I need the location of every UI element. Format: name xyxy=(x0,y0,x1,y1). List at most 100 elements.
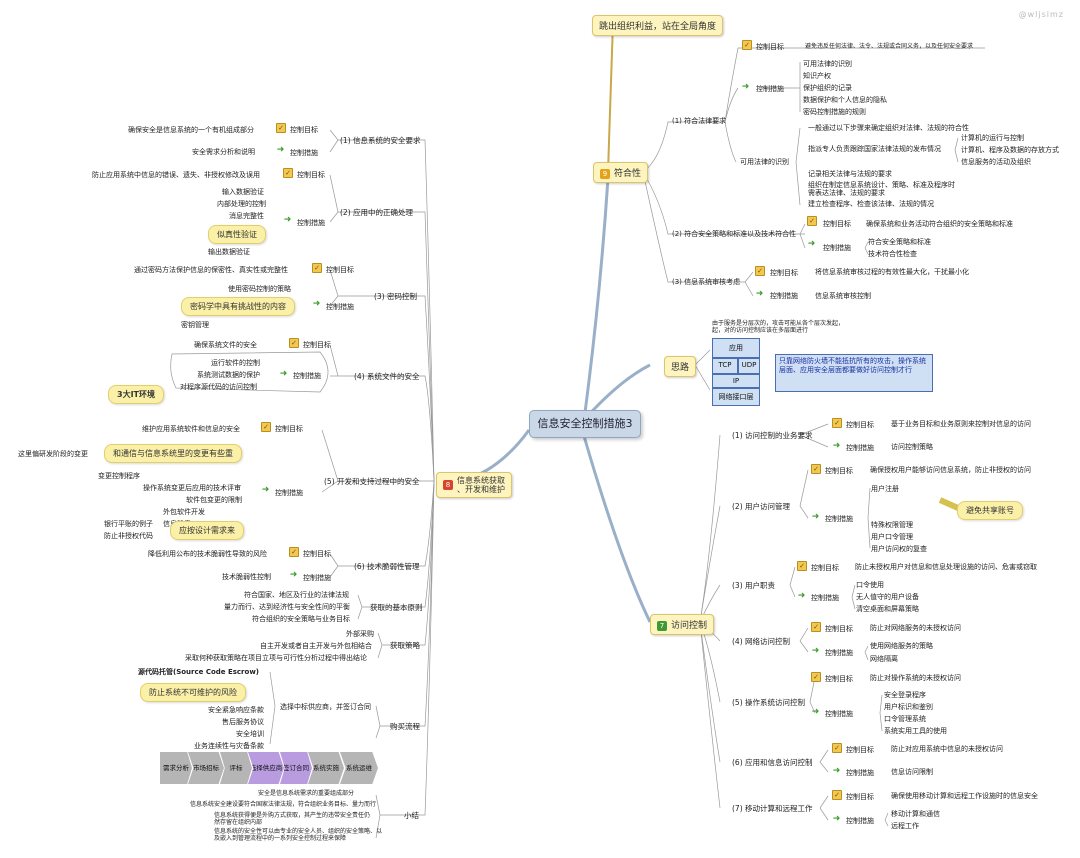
step-evaluation[interactable]: 评标 xyxy=(220,752,252,784)
escrow-note[interactable]: 防止系统不可维护的风险 xyxy=(140,683,246,702)
ident-sub-1[interactable]: 计算机的运行与控制 xyxy=(961,134,1024,142)
dev-leak-2[interactable]: 防止非授权代码 xyxy=(104,532,153,540)
dev-leak-1[interactable]: 银行平账的例子 xyxy=(104,520,153,528)
principle-1[interactable]: 符合国家、地区及行业的法律法规 xyxy=(244,591,349,599)
ident-item-1[interactable]: 一般通过以下步骤来确定组织对法律、法规的符合性 xyxy=(808,124,969,132)
correct-item-2[interactable]: 内部处理的控制 xyxy=(217,200,266,208)
purchase-item-3[interactable]: 安全培训 xyxy=(236,730,264,738)
access-sec-4[interactable]: (4) 网络访问控制 xyxy=(732,637,791,646)
step-operation[interactable]: 系统运维 xyxy=(340,752,378,784)
ident-sub-2[interactable]: 计算机、程序及数据的存放方式 xyxy=(961,146,1059,154)
access-1-item-1[interactable]: 访问控制策略 xyxy=(891,443,933,451)
summary-4[interactable]: 信息系统的安全性可以由专业的安全人员、组织的安全策略、以及嵌入到管理流程中的一系… xyxy=(214,828,383,842)
legal-measure-1[interactable]: 可用法律的识别 xyxy=(803,60,852,68)
dev-label[interactable]: (5) 开发和支持过程中的安全 xyxy=(324,477,420,486)
access-4-item-1[interactable]: 使用网络服务的策略 xyxy=(870,642,933,650)
shared-account-note[interactable]: 避免共享账号 xyxy=(957,501,1023,520)
dev-design-note[interactable]: 应按设计需求来 xyxy=(170,521,244,540)
access-7-item-2[interactable]: 远程工作 xyxy=(891,822,919,830)
vuln-label[interactable]: (6) 技术脆弱性管理 xyxy=(354,562,420,571)
legal-measure-2[interactable]: 知识产权 xyxy=(803,72,831,80)
policy-measure-2[interactable]: 技术符合性检查 xyxy=(868,250,917,258)
access-sec-3[interactable]: (3) 用户职责 xyxy=(732,581,776,590)
correct-item-4[interactable]: 输出数据验证 xyxy=(208,248,250,256)
principle-2[interactable]: 量力而行、达到经济性与安全性间的平衡 xyxy=(224,603,350,611)
correct-label[interactable]: (2) 应用中的正确处理 xyxy=(340,208,414,217)
files-item-1[interactable]: 运行软件的控制 xyxy=(211,359,260,367)
access-2-item-4[interactable]: 用户访问权的复查 xyxy=(871,545,927,553)
strategy-2[interactable]: 自主开发或者自主开发与外包相结合 xyxy=(260,642,372,650)
it-env-note[interactable]: 3大IT环境 xyxy=(108,385,164,404)
step-sign-contract[interactable]: 签订合同 xyxy=(280,752,312,784)
files-item-3[interactable]: 对程序源代码的访问控制 xyxy=(180,383,257,391)
ident-item-5[interactable]: 需表达法律、法规的要求 xyxy=(808,189,885,197)
summary-1[interactable]: 安全是信息系统需求的重要组成部分 xyxy=(258,790,355,797)
purchase-label[interactable]: 购买流程 xyxy=(390,722,420,731)
access-5-item-3[interactable]: 口令管理系统 xyxy=(884,715,926,723)
access-7-item-1[interactable]: 移动计算和通信 xyxy=(891,810,940,818)
dev-item-4[interactable]: 外包软件开发 xyxy=(163,508,205,516)
summary-label[interactable]: 小结 xyxy=(404,811,419,820)
access-sec-7[interactable]: (7) 移动计算和远程工作 xyxy=(732,804,813,813)
legal-measure-4[interactable]: 数据保护和个人信息的隐私 xyxy=(803,96,887,104)
crypto-label[interactable]: (3) 密码控制 xyxy=(374,292,418,301)
dev-overlap-note[interactable]: 和通信与信息系统里的变更有些重 xyxy=(104,444,242,463)
crypto-note[interactable]: 密码学中具有挑战性的内容 xyxy=(181,297,295,316)
summary-2[interactable]: 信息系统安全建设要符合国家法律法规，符合组织业务目标、量力而行 xyxy=(190,801,377,808)
access-2-item-2[interactable]: 特殊权限管理 xyxy=(871,521,913,529)
access-2-item-1[interactable]: 用户注册 xyxy=(871,485,899,493)
dev-item-2[interactable]: 操作系统变更后应用的技术评审 xyxy=(143,484,241,492)
ident-item-4[interactable]: 组织在制定信息系统设计、策略、标准及程序时 xyxy=(808,181,955,189)
access-sec-2[interactable]: (2) 用户访问管理 xyxy=(732,502,791,511)
ident-item-2[interactable]: 指派专人负责跟踪国家法律法规的发布情况 xyxy=(808,145,941,153)
legal-measure-5[interactable]: 密码控制措施的规则 xyxy=(803,108,866,116)
step-select-vendor[interactable]: 选择供应商 xyxy=(248,752,284,784)
purchase-item-4[interactable]: 业务连续性与灾备条款 xyxy=(194,742,264,750)
access-sec-6[interactable]: (6) 应用和信息访问控制 xyxy=(732,758,813,767)
top-note[interactable]: 跳出组织利益，站在全局角度 xyxy=(592,15,724,36)
access-6-item-1[interactable]: 信息访问限制 xyxy=(891,768,933,776)
step-requirements[interactable]: 需求分析 xyxy=(160,752,192,784)
req-measure-text[interactable]: 安全需求分析和说明 xyxy=(192,148,255,156)
access-5-item-2[interactable]: 用户标识和鉴别 xyxy=(884,703,933,711)
escrow-item[interactable]: 源代码托管(Source Code Escrow) xyxy=(138,668,259,676)
access-5-item-4[interactable]: 系统实用工具的使用 xyxy=(884,727,947,735)
summary-3[interactable]: 信息系统获得便是外购方式获取，其产生的违带安全责任仍然存留在组织内部 xyxy=(214,812,371,826)
access-2-item-3[interactable]: 用户口令管理 xyxy=(871,533,913,541)
ident-item-3[interactable]: 记录相关法律与法规的要求 xyxy=(808,170,892,178)
access-3-item-3[interactable]: 清空桌面和屏幕策略 xyxy=(856,605,919,613)
principles-label[interactable]: 获取的基本原则 xyxy=(370,603,423,612)
ident-item-6[interactable]: 建立检查程序、检查该法律、法规的情况 xyxy=(808,200,934,208)
step-implementation[interactable]: 系统实施 xyxy=(308,752,344,784)
dev-item-1[interactable]: 变更控制程序 xyxy=(98,472,140,480)
crypto-item-1[interactable]: 使用密码控制的策略 xyxy=(228,285,291,293)
files-item-2[interactable]: 系统测试数据的保护 xyxy=(197,371,260,379)
access-3-item-2[interactable]: 无人值守的用户设备 xyxy=(856,593,919,601)
access-3-item-1[interactable]: 口令使用 xyxy=(856,581,884,589)
access-sec-1[interactable]: (1) 访问控制的业务要求 xyxy=(732,431,813,440)
policy-label[interactable]: (2) 符合安全策略和标准以及技术符合性 xyxy=(672,230,797,238)
plausibility-note[interactable]: 似真性验证 xyxy=(208,225,266,244)
access-5-item-1[interactable]: 安全登录程序 xyxy=(884,691,926,699)
legal-requirements[interactable]: (1) 符合法律要求 xyxy=(672,117,727,125)
step-tender[interactable]: 市场招标 xyxy=(188,752,224,784)
thinking-topic[interactable]: 思路 xyxy=(664,356,697,377)
access-sec-5[interactable]: (5) 操作系统访问控制 xyxy=(732,698,806,707)
principle-3[interactable]: 符合组织的安全策略与业务目标 xyxy=(252,615,350,623)
audit-measure-text[interactable]: 信息系统审核控制 xyxy=(815,292,871,300)
central-topic[interactable]: 信息安全控制措施3 xyxy=(529,410,641,438)
purchase-item-2[interactable]: 售后服务协议 xyxy=(222,718,264,726)
access-4-item-2[interactable]: 网络隔离 xyxy=(870,655,898,663)
purchase-select[interactable]: 选择中标供应商，并签订合同 xyxy=(280,703,371,711)
dev-item-3[interactable]: 软件包变更的限制 xyxy=(186,496,242,504)
correct-item-3[interactable]: 消息完整性 xyxy=(229,212,264,220)
strategy-3[interactable]: 采取何种获取策略在项目立项与可行性分析过程中得出结论 xyxy=(185,654,367,662)
req-label[interactable]: (1) 信息系统的安全要求 xyxy=(340,136,421,145)
ident-sub-3[interactable]: 信息服务的活动及组织 xyxy=(961,158,1031,166)
policy-measure-1[interactable]: 符合安全策略和标准 xyxy=(868,238,931,246)
correct-item-1[interactable]: 输入数据验证 xyxy=(222,188,264,196)
strategy-1[interactable]: 外部采购 xyxy=(346,630,374,638)
purchase-item-1[interactable]: 安全紧急响应条款 xyxy=(208,706,264,714)
